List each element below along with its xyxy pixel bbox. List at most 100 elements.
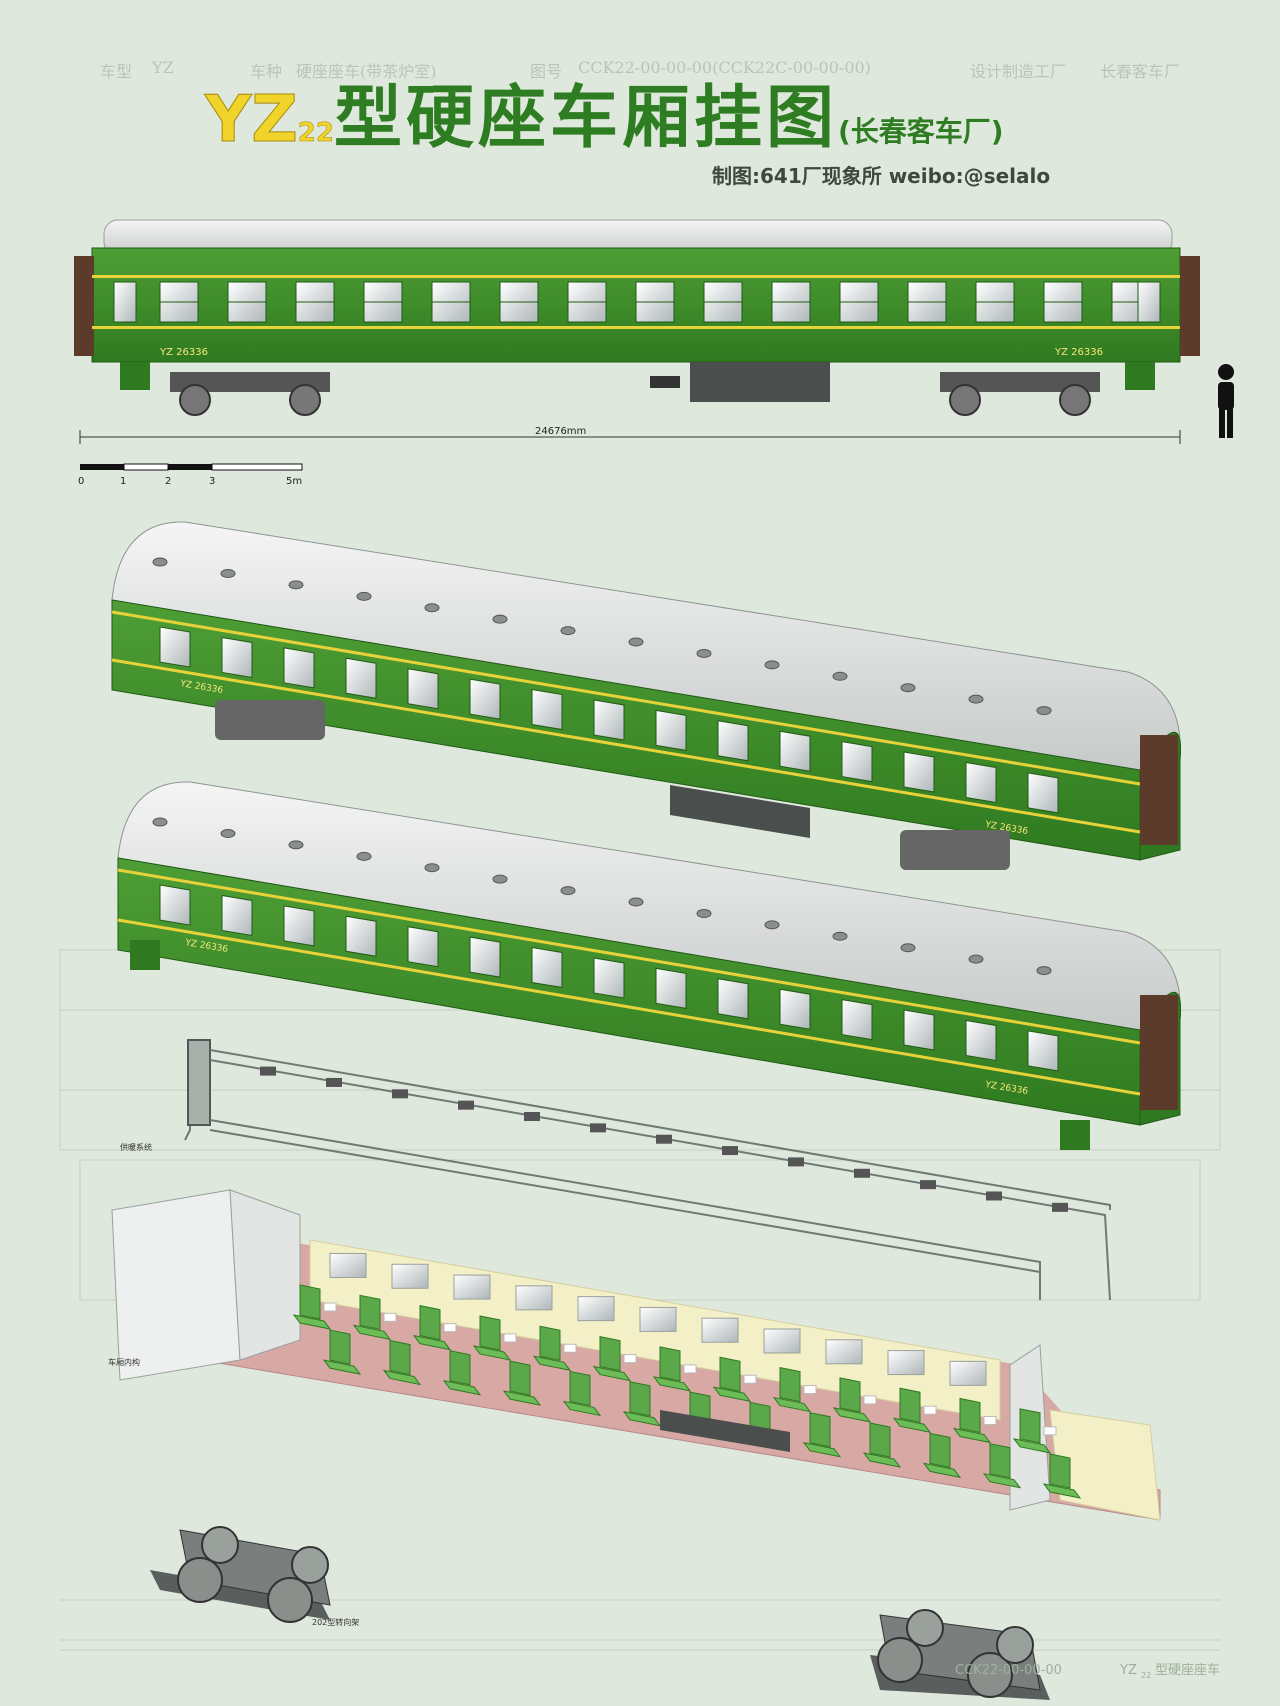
seat-back <box>989 1443 1011 1479</box>
interior-window <box>391 1263 429 1289</box>
iso-window <box>221 636 253 679</box>
seat-back <box>659 1346 681 1382</box>
iso-window <box>469 936 501 978</box>
heater-block <box>524 1112 540 1122</box>
heater-block <box>656 1134 672 1144</box>
bg-factory-label: 设计制造工厂 <box>970 62 1067 81</box>
iso-window <box>841 999 873 1041</box>
roof-vent <box>424 603 440 613</box>
heater-block <box>854 1168 870 1178</box>
iso-window <box>1027 1030 1059 1072</box>
table <box>683 1364 697 1374</box>
iso-window <box>345 657 377 699</box>
seat-cushion <box>412 1334 452 1351</box>
interior-window <box>825 1339 863 1365</box>
interior-label: 车厢内构 <box>108 1357 140 1367</box>
roof-vent <box>1036 966 1052 976</box>
iso-window <box>593 957 625 999</box>
iso-window <box>717 978 749 1020</box>
side-bogie-left <box>170 372 330 416</box>
title-factory: (长春客车厂) <box>837 115 1004 148</box>
interior-window <box>453 1274 491 1300</box>
heating-label: 供暖系统 <box>120 1142 152 1152</box>
table <box>1043 1426 1057 1436</box>
seat-cushion <box>472 1345 512 1361</box>
side-door-window <box>1137 281 1161 323</box>
seat-back <box>1019 1408 1041 1444</box>
seat-back <box>959 1397 981 1434</box>
roof-vent <box>356 851 372 861</box>
roof-vent <box>288 840 304 850</box>
roof-vent <box>900 943 916 953</box>
iso-window <box>159 626 191 668</box>
iso-window <box>283 647 315 689</box>
iso-window <box>779 730 811 772</box>
credit-line: 制图:641厂现象所 weibo:@selalo <box>712 164 1051 188</box>
heater-block <box>986 1191 1002 1201</box>
person-silhouette <box>1218 364 1234 438</box>
footer-drawing-no: CCK22-00-00-00 <box>955 1663 1062 1678</box>
seat-back <box>599 1335 621 1372</box>
seat-cushion <box>442 1380 482 1396</box>
bg-drawing-no-value: CCK22-00-00-00(CCK22C-00-00-00) <box>578 58 871 77</box>
seat-cushion <box>1042 1483 1082 1499</box>
iso-window <box>593 699 625 741</box>
bg-car-kind-value: 硬座座车(带茶炉室) <box>296 62 437 81</box>
interior-window <box>949 1360 987 1386</box>
seat-cushion <box>712 1386 752 1402</box>
iso-window <box>655 709 687 751</box>
seat-cushion <box>862 1452 902 1468</box>
seat-back <box>419 1305 441 1341</box>
roof-vent <box>560 886 576 896</box>
seat-cushion <box>562 1400 602 1417</box>
side-car-number-right: YZ 26336 <box>1054 347 1103 358</box>
roof-vent <box>628 637 644 647</box>
iso-window <box>407 668 439 710</box>
interior-window <box>887 1350 925 1376</box>
iso-window <box>779 988 811 1030</box>
seat-cushion <box>352 1324 392 1341</box>
iso-window <box>407 926 439 968</box>
heater-block <box>392 1089 408 1099</box>
seat-back <box>569 1370 591 1407</box>
seat-back <box>929 1432 951 1468</box>
iso-window <box>283 905 315 947</box>
roof-vent <box>152 557 168 567</box>
table <box>923 1405 937 1415</box>
side-door-window <box>113 281 137 323</box>
seat-cushion <box>922 1462 962 1479</box>
seat-cushion <box>802 1441 842 1458</box>
iso-window <box>903 751 935 793</box>
seat-back <box>869 1422 891 1458</box>
bogie-right <box>870 1609 1050 1700</box>
seat-back <box>779 1366 801 1403</box>
seat-back <box>359 1294 381 1330</box>
iso-window <box>1027 772 1059 814</box>
seat-back <box>809 1412 831 1448</box>
roof-vent <box>900 683 916 693</box>
roof-vent <box>492 614 508 624</box>
iso-window <box>469 678 501 720</box>
heater-block <box>590 1123 606 1133</box>
roof-vent <box>832 671 848 681</box>
roof-vent <box>492 874 508 884</box>
side-view-car <box>74 219 1200 416</box>
iso-window <box>159 884 191 926</box>
seat-cushion <box>502 1390 542 1406</box>
seat-cushion <box>1012 1438 1052 1454</box>
seat-cushion <box>832 1407 872 1423</box>
seat-cushion <box>652 1376 692 1392</box>
heater-block <box>788 1157 804 1167</box>
heater-block <box>1052 1202 1068 1212</box>
roof-vent <box>696 648 712 658</box>
roof-vent <box>968 954 984 964</box>
seat-back <box>509 1360 531 1396</box>
interior-window <box>329 1252 367 1278</box>
bg-car-type-label: 车型 <box>100 62 133 81</box>
table <box>443 1323 457 1333</box>
seat-cushion <box>382 1369 422 1386</box>
footer-car-name: YZ <box>1119 1663 1137 1678</box>
isometric-car-2 <box>117 781 1181 1150</box>
bogie-left <box>150 1526 331 1623</box>
